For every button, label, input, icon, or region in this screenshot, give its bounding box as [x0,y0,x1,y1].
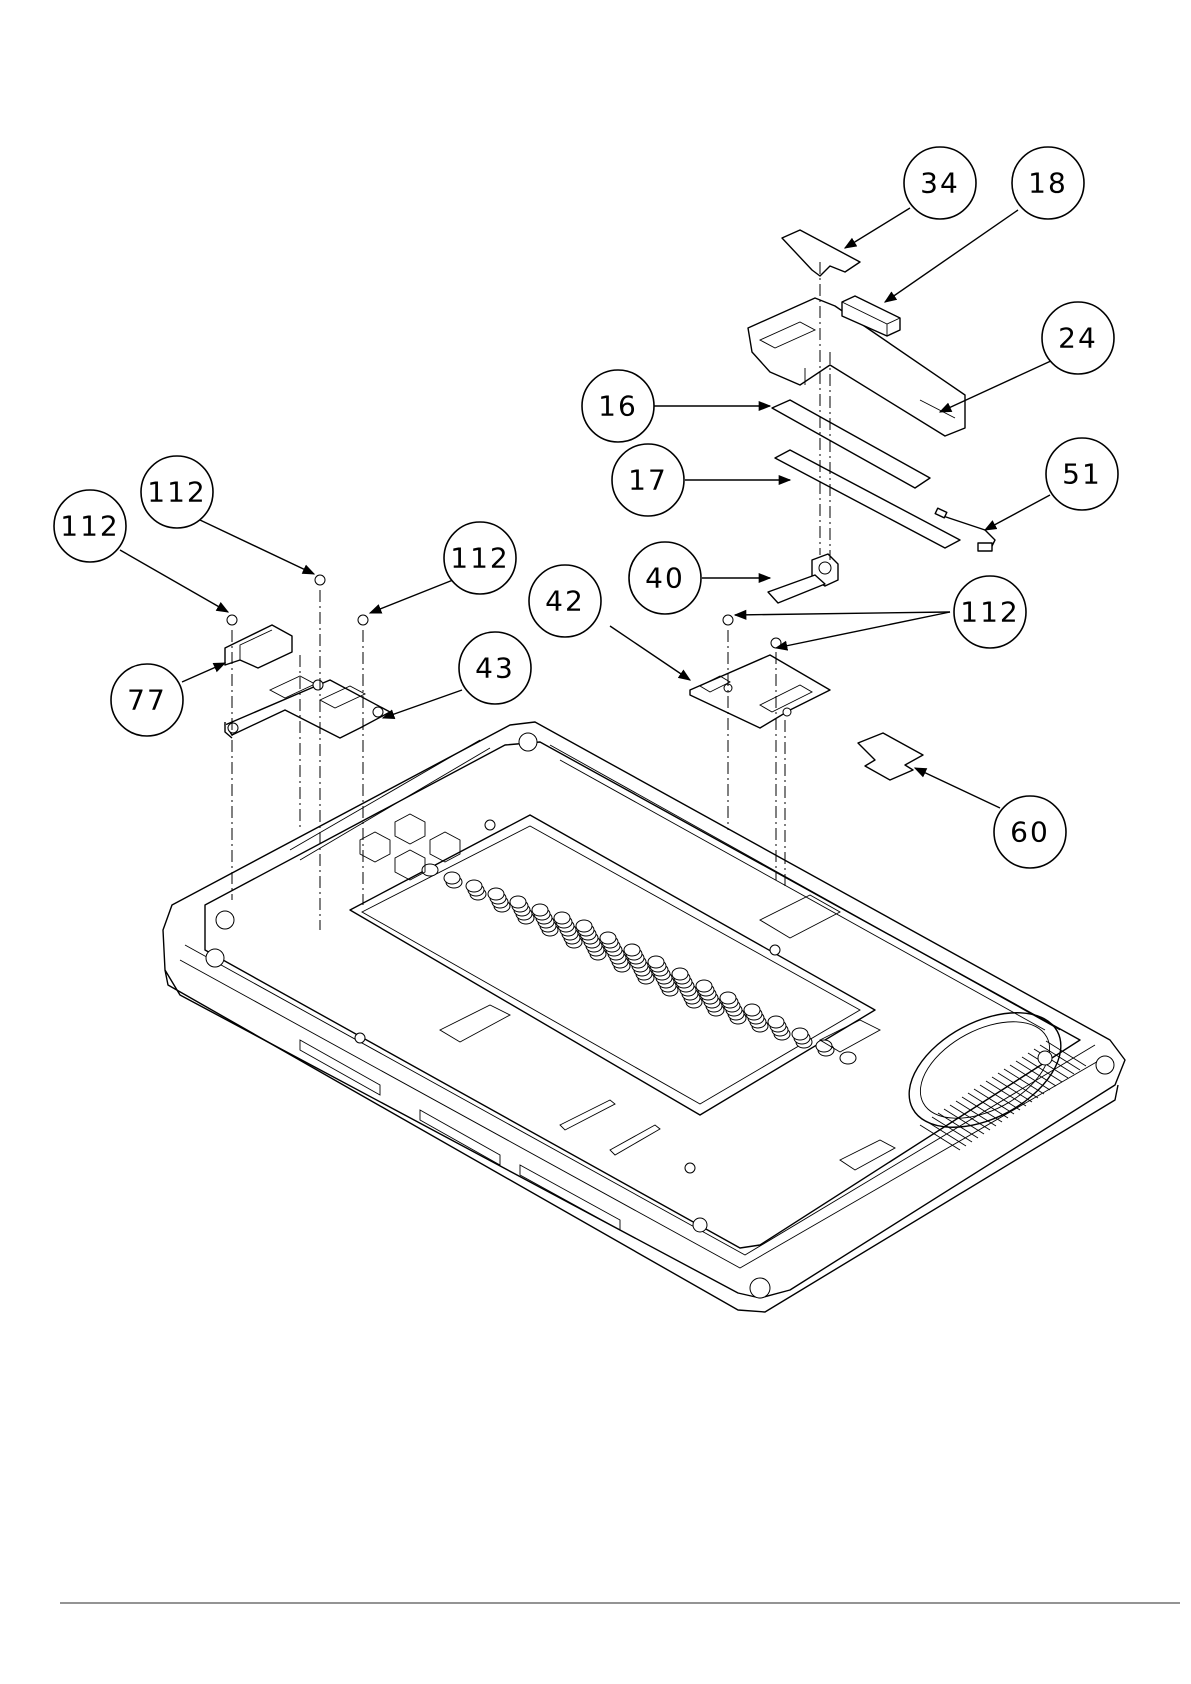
callout-16: 16 [582,370,654,442]
callout-40: 40 [629,542,701,614]
callout-label: 60 [1010,816,1050,849]
callout-label: 77 [127,684,167,717]
callout-18: 18 [1012,147,1084,219]
callout-label: 112 [60,510,119,543]
callout-77: 77 [111,664,183,736]
left-board-shield [225,625,292,668]
callout-112-upper: 112 [141,456,213,528]
callout-label: 40 [645,562,685,595]
vent-hole [672,968,688,980]
callout-label: 18 [1028,167,1068,200]
vent-hole [720,992,736,1004]
callout-42: 42 [529,565,601,637]
vent-hole [840,1052,856,1064]
vent-hole [744,1004,760,1016]
callout-label: 34 [920,167,960,200]
callout-label: 43 [475,652,515,685]
vent-hole [532,904,548,916]
vent-hole [624,944,640,956]
callout-112-left: 112 [54,490,126,562]
callout-34: 34 [904,147,976,219]
vent-hole [600,932,616,944]
vent-hole [510,896,526,908]
callout-43: 43 [459,632,531,704]
callout-112-right: 112 [954,576,1026,648]
callout-label: 42 [545,585,585,618]
vent-hole [444,872,460,884]
shield-34 [782,230,860,276]
left-io-board [225,676,390,738]
callout-24: 24 [1042,302,1114,374]
vent-hole [648,956,664,968]
vent-hole [768,1016,784,1028]
right-io-board [690,655,830,728]
callout-label: 17 [628,464,668,497]
callout-112-middle: 112 [444,522,516,594]
callout-label: 112 [960,596,1019,629]
callout-51: 51 [1046,438,1118,510]
flex-cable [858,733,923,780]
callout-60: 60 [994,796,1066,868]
callout-17: 17 [612,444,684,516]
vent-hole [422,864,438,876]
vent-hole [488,888,504,900]
base-chassis [163,722,1125,1312]
board-16 [772,400,930,488]
vent-hole [696,980,712,992]
vent-hole [554,912,570,924]
callout-label: 112 [450,542,509,575]
board-17 [775,450,960,548]
vent-hole [792,1028,808,1040]
callout-label: 24 [1058,322,1098,355]
callout-label: 51 [1062,458,1102,491]
vent-hole [576,920,592,932]
callout-label: 112 [147,476,206,509]
vent-hole [466,880,482,892]
camera-module [768,554,838,603]
callout-label: 16 [598,390,638,423]
